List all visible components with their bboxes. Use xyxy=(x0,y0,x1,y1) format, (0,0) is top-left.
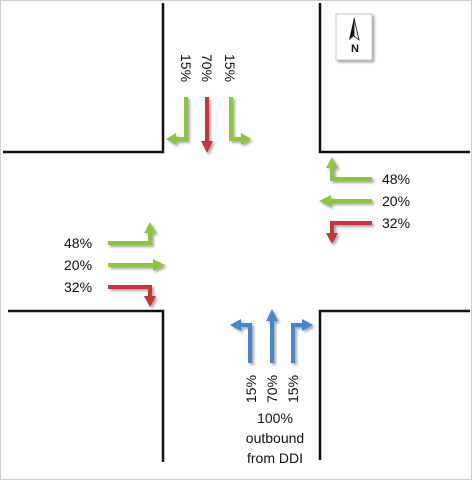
east-right-pct: 48% xyxy=(382,171,410,187)
curb-lines xyxy=(3,3,470,462)
north-through-arrow xyxy=(201,97,213,153)
east-approach: 48% 20% 32% xyxy=(319,157,410,244)
east-right-turn-arrow xyxy=(326,157,372,181)
curb-southwest xyxy=(8,309,165,462)
curb-northeast xyxy=(318,3,470,154)
west-left-pct: 48% xyxy=(64,235,92,251)
curb-southeast xyxy=(318,309,470,460)
south-note-line2: from DDI xyxy=(247,450,303,466)
south-left-pct: 15% xyxy=(243,375,259,403)
south-through-arrow xyxy=(266,309,278,363)
north-arrow-icon xyxy=(349,18,354,40)
curb-northwest xyxy=(3,3,165,154)
west-right-pct: 32% xyxy=(64,279,92,295)
south-left-turn-arrow xyxy=(230,319,252,363)
south-approach: 15% 70% 15% 100% outbound from DDI xyxy=(230,309,313,466)
north-approach: 15% 70% 15% xyxy=(166,54,251,153)
north-compass: N xyxy=(335,13,373,61)
north-left-pct: 15% xyxy=(178,54,194,82)
south-through-pct: 70% xyxy=(264,375,280,403)
east-left-pct: 32% xyxy=(382,215,410,231)
south-right-turn-arrow xyxy=(291,319,313,363)
east-through-pct: 20% xyxy=(382,193,410,209)
south-note-line1: outbound xyxy=(246,430,304,446)
north-through-pct: 70% xyxy=(199,54,215,82)
east-left-turn-arrow xyxy=(326,221,372,244)
west-left-turn-arrow xyxy=(108,222,156,245)
west-through-pct: 20% xyxy=(64,257,92,273)
west-approach: 48% 20% 32% xyxy=(64,222,165,307)
north-label: N xyxy=(351,43,359,55)
north-left-turn-arrow xyxy=(166,97,188,145)
west-through-arrow xyxy=(108,259,165,271)
north-right-turn-arrow xyxy=(229,97,251,145)
south-right-pct: 15% xyxy=(285,375,301,403)
west-right-turn-arrow xyxy=(108,285,156,307)
east-through-arrow xyxy=(319,195,372,207)
south-total-pct: 100% xyxy=(257,410,293,426)
north-right-pct: 15% xyxy=(222,54,238,82)
